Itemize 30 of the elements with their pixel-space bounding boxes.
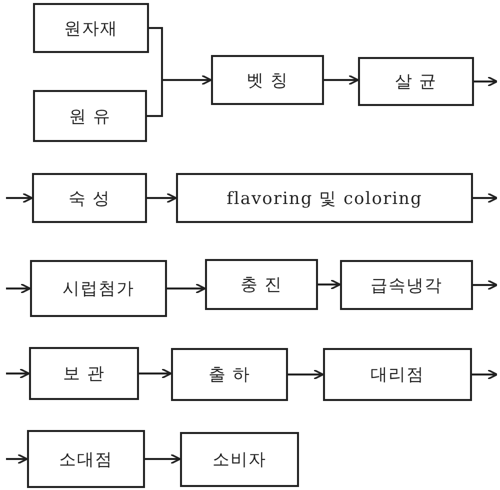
arrow bbox=[472, 369, 498, 380]
arrow bbox=[324, 74, 359, 86]
process-box: 숙 성 bbox=[32, 173, 147, 223]
arrow bbox=[147, 192, 177, 204]
arrow bbox=[288, 369, 324, 380]
process-box: 살 균 bbox=[358, 57, 474, 106]
arrow bbox=[6, 283, 31, 294]
arrow bbox=[474, 76, 498, 87]
arrow bbox=[6, 454, 28, 464]
process-box: 벳 칭 bbox=[211, 55, 324, 105]
process-box: 대리점 bbox=[323, 348, 472, 401]
arrow bbox=[473, 280, 498, 290]
arrow bbox=[6, 368, 30, 379]
process-box: flavoring 및 coloring bbox=[176, 173, 473, 223]
process-box: 소비자 bbox=[180, 432, 299, 487]
process-box: 원 유 bbox=[33, 90, 147, 142]
process-box: 소대점 bbox=[27, 430, 145, 488]
arrow bbox=[139, 368, 172, 379]
arrow bbox=[146, 27, 212, 117]
process-box: 원자재 bbox=[33, 3, 149, 53]
process-box: 시럽첨가 bbox=[30, 260, 167, 317]
arrow bbox=[6, 192, 33, 204]
arrow bbox=[473, 192, 498, 204]
process-box: 보 관 bbox=[29, 347, 139, 400]
arrow bbox=[145, 454, 181, 464]
process-box: 급속냉각 bbox=[340, 260, 473, 310]
process-box: 출 하 bbox=[171, 348, 288, 401]
arrow bbox=[318, 279, 341, 290]
arrow bbox=[167, 283, 206, 294]
process-box: 충 진 bbox=[205, 259, 318, 310]
